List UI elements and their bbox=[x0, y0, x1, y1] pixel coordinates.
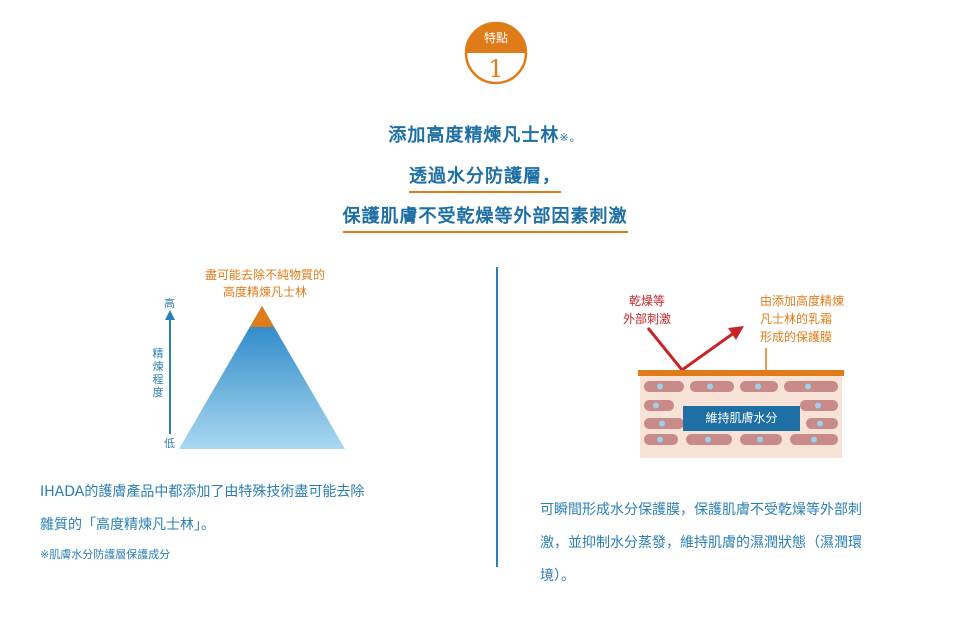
skin-cells bbox=[644, 381, 838, 445]
protective-film bbox=[638, 370, 844, 376]
pyramid-label: 盡可能去除不純物質的 高度精煉凡士林 bbox=[170, 267, 360, 301]
badge-label: 特點 bbox=[483, 31, 508, 45]
axis-arrow-icon bbox=[165, 310, 175, 320]
film-label: 由添加高度精煉 凡士林的乳霜 形成的保護膜 bbox=[760, 292, 844, 346]
skin-label-box bbox=[683, 406, 800, 431]
stimulus-label-line-1: 乾燥等 bbox=[628, 294, 665, 308]
axis-title: 精 煉 程 度 bbox=[151, 347, 165, 399]
pyramid-label-line-1: 盡可能去除不純物質的 bbox=[204, 268, 325, 282]
film-label-line-3: 形成的保護膜 bbox=[760, 330, 833, 344]
pyramid-label-line-2: 高度精煉凡士林 bbox=[222, 285, 307, 299]
footnote: ※肌膚水分防護層保護成分 bbox=[40, 548, 171, 561]
left-paragraph: IHADA的護膚產品中都添加了由特殊技術盡可能去除 雜質的「高度精煉凡士林」。 bbox=[40, 476, 480, 542]
badge-number: 1 bbox=[488, 55, 504, 83]
moisture-dots bbox=[653, 383, 823, 443]
arrow-head-icon bbox=[728, 326, 744, 340]
axis-title-char: 煉 bbox=[152, 360, 164, 373]
badge-circle bbox=[464, 21, 528, 85]
pyramid-tip bbox=[250, 306, 274, 327]
deflection-arrow bbox=[646, 327, 739, 373]
left-paragraph-line-1: IHADA的護膚產品中都添加了由特殊技術盡可能去除 bbox=[40, 484, 365, 500]
axis-title-char: 精 bbox=[152, 347, 164, 360]
feature-badge: 特點 1 bbox=[461, 18, 531, 88]
axis-low-label: 低 bbox=[164, 437, 175, 450]
stimulus-label-line-2: 外部刺激 bbox=[622, 312, 671, 326]
heading-line-3-text: 保護肌膚不受乾燥等外部因素刺激 bbox=[342, 202, 628, 233]
heading-line-3: 保護肌膚不受乾燥等外部因素刺激 bbox=[0, 202, 970, 233]
axis-title-char: 度 bbox=[152, 386, 164, 399]
column-divider bbox=[496, 267, 498, 567]
film-label-line-2: 凡士林的乳霜 bbox=[760, 312, 833, 326]
stimulus-label: 乾燥等 外部刺激 bbox=[612, 292, 682, 328]
right-paragraph-line-2: 激，並抑制水分蒸發，維持肌膚的濕潤狀態（濕潤環 bbox=[540, 535, 862, 551]
skin-label: 維持肌膚水分 bbox=[705, 411, 778, 425]
heading-line-2-text: 透過水分防護層， bbox=[409, 162, 561, 193]
right-paragraph: 可瞬間形成水分保護膜，保護肌膚不受乾燥等外部刺 激，並抑制水分蒸發，維持肌膚的濕… bbox=[540, 494, 955, 593]
film-label-line-1: 由添加高度精煉 bbox=[760, 294, 845, 308]
right-paragraph-line-3: 境）。 bbox=[540, 568, 575, 584]
pyramid-body bbox=[179, 306, 345, 449]
right-paragraph-line-1: 可瞬間形成水分保護膜，保護肌膚不受乾燥等外部刺 bbox=[540, 502, 862, 518]
refinement-pyramid bbox=[165, 306, 345, 449]
heading-line-1-text: 添加高度精煉凡士林 bbox=[388, 125, 560, 146]
heading-line-2: 透過水分防護層， bbox=[0, 162, 970, 193]
skin-diagram bbox=[638, 326, 844, 458]
axis-high-label: 高 bbox=[164, 297, 175, 310]
heading-note-mark: ※。 bbox=[559, 131, 582, 144]
left-paragraph-line-2: 雜質的「高度精煉凡士林」。 bbox=[40, 517, 215, 533]
heading-line-1: 添加高度精煉凡士林※。 bbox=[0, 121, 970, 147]
axis-title-char: 程 bbox=[152, 373, 164, 386]
